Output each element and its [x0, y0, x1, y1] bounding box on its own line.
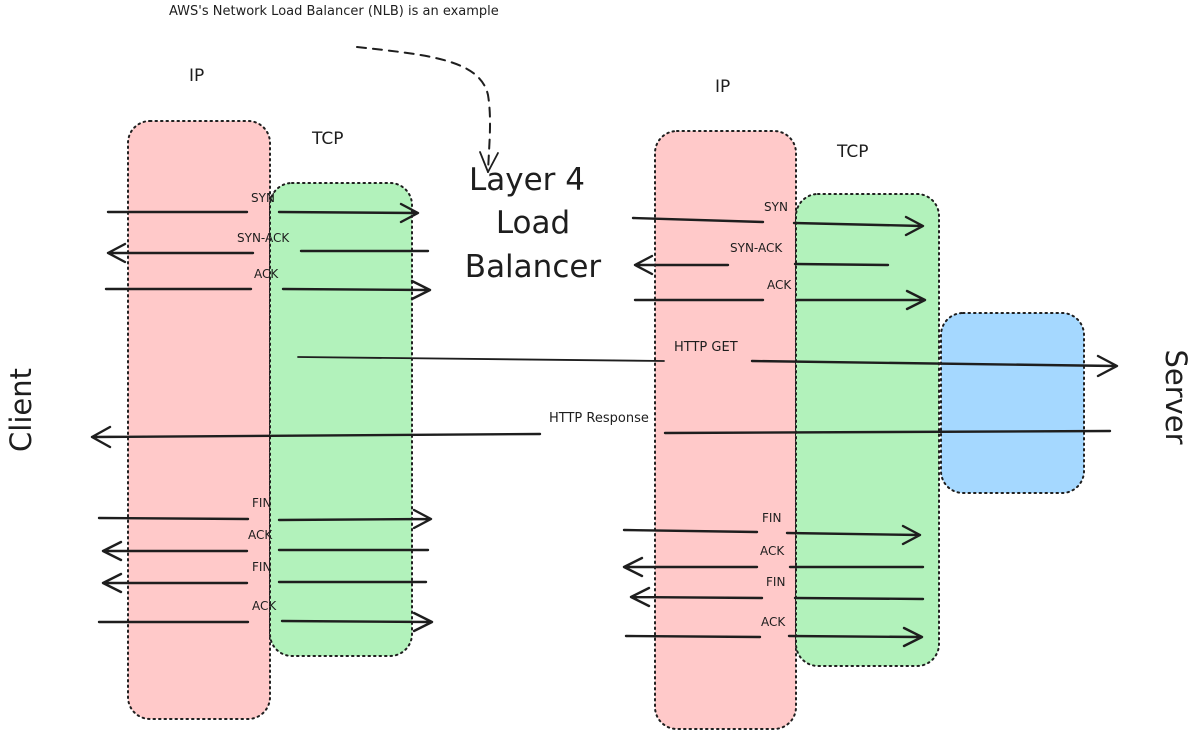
- right-ack1-arrow-ip: [622, 556, 759, 578]
- load-balancer-title-line-2: Load: [496, 205, 570, 241]
- left-synack-arrow-ip: [106, 242, 255, 264]
- right-ack-arrow-tcp: [794, 289, 927, 311]
- right-ack1-label: ACK: [760, 544, 785, 558]
- http-get-arrow-left: [297, 356, 665, 362]
- load-balancer-title-line-1: Layer 4: [469, 162, 585, 198]
- http-response-arrow-right: [663, 429, 1112, 435]
- http-response-arrow-left: [90, 425, 542, 449]
- left-fin1-arrow-tcp: [277, 508, 433, 530]
- right-ack2-label: ACK: [761, 615, 786, 629]
- server-box: [940, 312, 1085, 494]
- right-syn-arrow-ip: [631, 216, 765, 224]
- left-ip-layer: [127, 120, 271, 720]
- right-synack-label: SYN-ACK: [730, 241, 783, 255]
- left-ack1-arrow-ip: [101, 540, 249, 562]
- right-fin1-arrow-ip: [622, 528, 759, 534]
- right-fin2-label: FIN: [766, 575, 785, 589]
- right-fin2-arrow-ip: [629, 586, 764, 608]
- right-fin2-arrow-tcp: [793, 596, 925, 601]
- right-tcp-label: TCP: [836, 142, 869, 162]
- nlb-note: AWS's Network Load Balancer (NLB) is an …: [169, 4, 499, 19]
- right-syn-label: SYN: [764, 200, 788, 214]
- right-synack-arrow-ip: [633, 254, 730, 276]
- http-get-arrow-right: [750, 354, 1119, 378]
- right-ack2-arrow-ip: [624, 634, 762, 639]
- right-tcp-layer: [795, 193, 940, 667]
- left-syn-label: SYN: [251, 191, 275, 205]
- left-tcp-layer: [269, 182, 413, 657]
- left-ack2-arrow-tcp: [280, 611, 434, 633]
- left-ack1-label: ACK: [248, 528, 273, 542]
- note-pointer-arrowhead: [479, 151, 499, 173]
- right-syn-arrow-tcp: [792, 215, 925, 237]
- left-tcp-label: TCP: [311, 129, 344, 149]
- left-ack-arrow-tcp: [281, 279, 432, 301]
- load-balancer-title-line-3: Balancer: [465, 249, 602, 285]
- left-fin2-label: FIN: [252, 560, 271, 574]
- left-synack-label: SYN-ACK: [237, 231, 290, 245]
- left-ack-label: ACK: [254, 267, 279, 281]
- left-fin1-arrow-ip: [97, 516, 250, 521]
- right-fin1-label: FIN: [762, 511, 781, 525]
- server-label: Server: [1159, 349, 1193, 444]
- left-fin2-arrow-ip: [101, 572, 249, 594]
- left-syn-arrow-tcp: [277, 202, 420, 224]
- left-fin1-label: FIN: [252, 496, 271, 510]
- left-ip-label: IP: [189, 66, 204, 86]
- note-pointer-arrow: [356, 46, 491, 173]
- left-ack2-label: ACK: [252, 599, 277, 613]
- right-ip-label: IP: [715, 77, 730, 97]
- right-fin1-arrow-tcp: [785, 524, 922, 546]
- right-synack-arrow-tcp: [793, 262, 890, 267]
- client-label: Client: [4, 368, 38, 452]
- http-response-label: HTTP Response: [549, 411, 649, 426]
- right-ack2-arrow-tcp: [787, 626, 924, 648]
- right-ack-label: ACK: [767, 278, 792, 292]
- http-get-label: HTTP GET: [674, 340, 738, 355]
